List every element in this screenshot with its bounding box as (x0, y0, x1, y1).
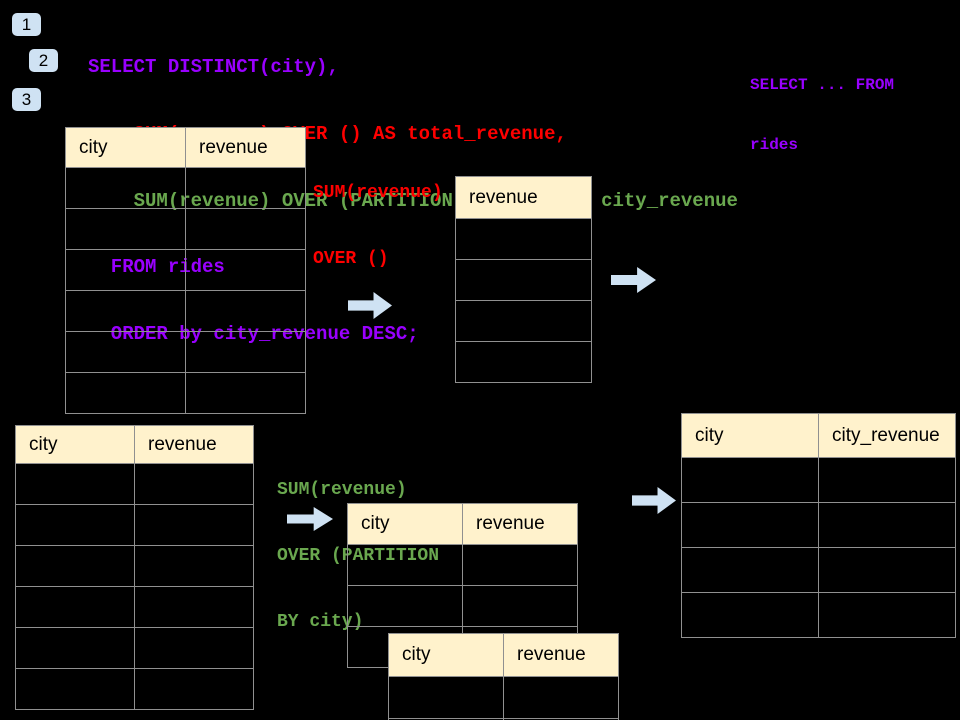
side-note-select-from-rides: SELECT ... FROM rides (750, 35, 894, 195)
table-row (15, 668, 254, 710)
table-cell (185, 290, 306, 332)
table-cell (65, 208, 186, 250)
table-cell (134, 504, 254, 546)
table-cell (65, 290, 186, 332)
table-cell (134, 545, 254, 587)
column-header-revenue: revenue (134, 425, 254, 464)
table-total-revenue-result: revenue (455, 176, 592, 383)
table-cell (15, 668, 135, 710)
column-header-city: city (388, 633, 504, 677)
step-badge-3: 3 (12, 88, 41, 111)
annotation-total-revenue: SUM(revenue) OVER () (313, 138, 443, 314)
table-cell (347, 585, 463, 627)
table-row (388, 676, 619, 719)
table-row (455, 259, 592, 301)
table-cell (65, 331, 186, 373)
table-row (681, 547, 956, 593)
table-cell (65, 167, 186, 209)
table-row (15, 586, 254, 628)
table-cell (65, 372, 186, 414)
table-row (65, 208, 306, 250)
table-partition-overlay: city revenue (388, 633, 619, 720)
table-row (65, 290, 306, 332)
sql-line-select: SELECT DISTINCT(city), (88, 56, 339, 79)
table-cell (818, 502, 956, 548)
annotation-total-line-1: SUM(revenue) (313, 183, 443, 203)
table-cell (455, 218, 592, 260)
table-cell (681, 592, 819, 638)
right-arrow-icon (632, 487, 676, 514)
table-cell (388, 676, 504, 719)
table-cell (185, 331, 306, 373)
table-cell (455, 341, 592, 383)
table-cell (503, 676, 619, 719)
table-cell (185, 372, 306, 414)
table-cell (65, 249, 186, 291)
table-cell (185, 208, 306, 250)
table-cell (15, 627, 135, 669)
table-cell (462, 585, 578, 627)
table-cell (818, 592, 956, 638)
table-cell (503, 718, 619, 720)
table-cell (681, 547, 819, 593)
table-row (388, 718, 619, 720)
table-cell (818, 457, 956, 503)
table-cell (15, 504, 135, 546)
table-cell (134, 668, 254, 710)
table-row (65, 167, 306, 209)
annotation-total-line-2: OVER () (313, 249, 389, 269)
column-header-revenue: revenue (455, 176, 592, 219)
table-cell (134, 627, 254, 669)
table-row (15, 504, 254, 546)
step-badge-2: 2 (29, 49, 58, 72)
table-row (455, 341, 592, 383)
table-cell (462, 544, 578, 586)
table-cell (455, 259, 592, 301)
table-final-result: city city_revenue (681, 413, 956, 638)
table-row (65, 331, 306, 373)
table-cell (185, 167, 306, 209)
table-row (15, 463, 254, 505)
side-note-line-2: rides (750, 136, 799, 154)
table-row (65, 249, 306, 291)
column-header-city: city (347, 503, 463, 545)
table-row (15, 545, 254, 587)
table-cell (455, 300, 592, 342)
table-source-top: city revenue (65, 127, 306, 414)
table-cell (818, 547, 956, 593)
annotation-partition-line-1: SUM(revenue) (277, 480, 407, 500)
table-row (347, 585, 578, 627)
table-cell (134, 586, 254, 628)
table-cell (185, 249, 306, 291)
table-row (347, 544, 578, 586)
table-cell (134, 463, 254, 505)
table-cell (15, 586, 135, 628)
step-badge-1: 1 (12, 13, 41, 36)
table-cell (347, 544, 463, 586)
column-header-city: city (681, 413, 819, 458)
column-header-revenue: revenue (185, 127, 306, 168)
table-cell (15, 463, 135, 505)
table-cell (681, 502, 819, 548)
table-cell (681, 457, 819, 503)
column-header-revenue: revenue (503, 633, 619, 677)
table-cell (15, 545, 135, 587)
column-header-city: city (15, 425, 135, 464)
side-note-line-1: SELECT ... FROM (750, 76, 895, 94)
table-row (681, 457, 956, 503)
table-row (681, 502, 956, 548)
table-row (455, 300, 592, 342)
table-row (65, 372, 306, 414)
column-header-city: city (65, 127, 186, 168)
table-row (15, 627, 254, 669)
table-row (681, 592, 956, 638)
table-source-bottom: city revenue (15, 425, 254, 710)
column-header-revenue: revenue (462, 503, 578, 545)
column-header-city-revenue: city_revenue (818, 413, 956, 458)
table-row (455, 218, 592, 260)
